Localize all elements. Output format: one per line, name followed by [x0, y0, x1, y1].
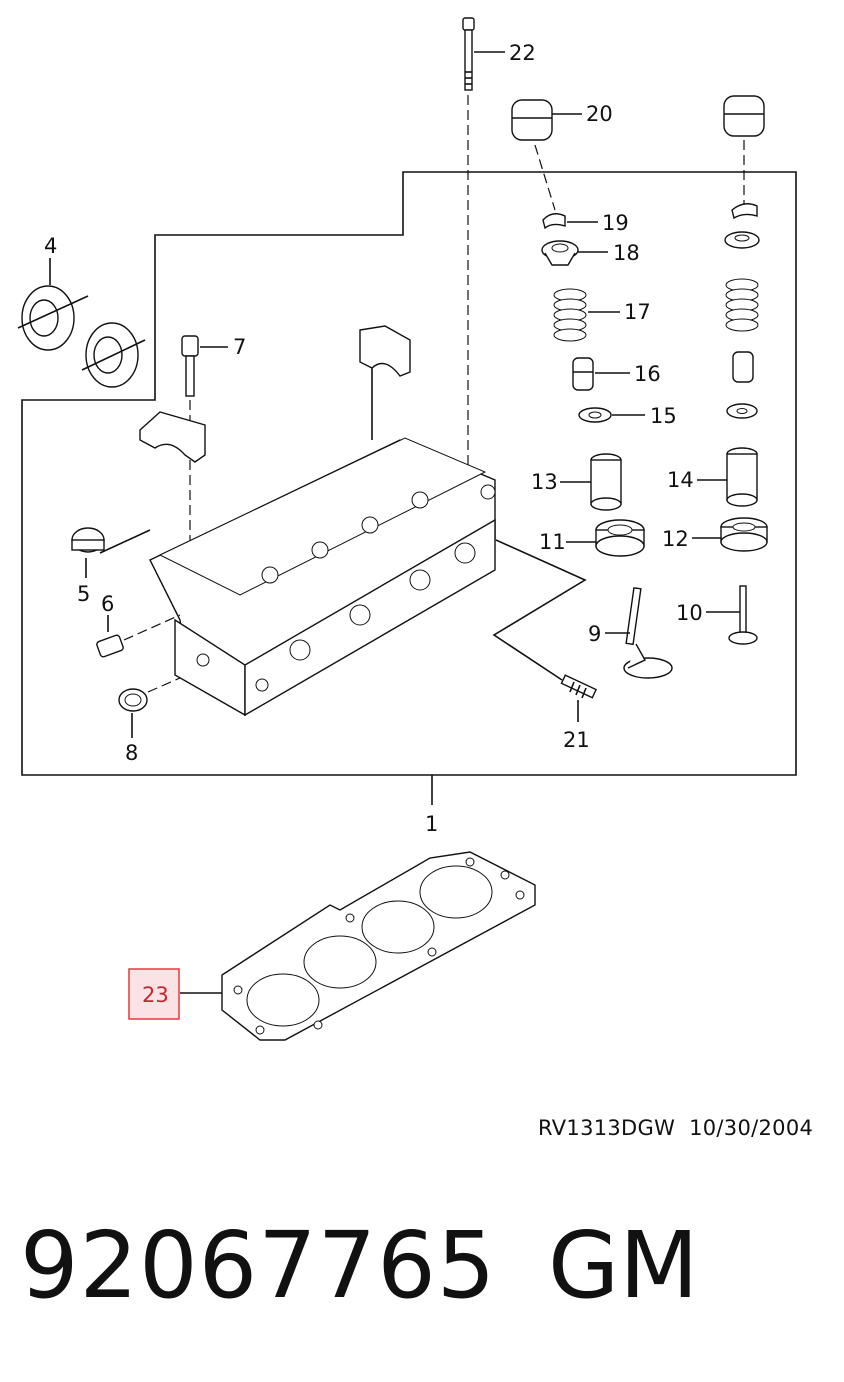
- callout-16: 16: [634, 362, 661, 386]
- part-number: 92067765: [20, 1212, 497, 1319]
- callout-12: 12: [662, 527, 689, 551]
- brand-name: GM: [548, 1212, 699, 1319]
- valve-keeper-19[interactable]: [542, 213, 566, 230]
- callout-1: 1: [425, 812, 438, 836]
- intake-valve-9[interactable]: [623, 587, 673, 679]
- callout-6: 6: [101, 592, 114, 616]
- cup-plug-8[interactable]: [118, 677, 181, 712]
- callout-10: 10: [676, 601, 703, 625]
- callout-22: 22: [509, 41, 536, 65]
- callout-19: 19: [602, 211, 629, 235]
- spring-seat-15[interactable]: [578, 407, 612, 423]
- stud-6[interactable]: [96, 614, 181, 658]
- spring-retainer-18[interactable]: [541, 240, 579, 266]
- callout-5: 5: [77, 582, 90, 606]
- stud-21[interactable]: [560, 674, 598, 699]
- camshaft-seal-4[interactable]: [17, 285, 146, 388]
- tappet-20[interactable]: [511, 99, 553, 141]
- valve-seat-insert-12[interactable]: [720, 517, 768, 552]
- callout-7: 7: [233, 335, 246, 359]
- head-gasket-23[interactable]: [221, 851, 536, 1041]
- callout-18: 18: [613, 241, 640, 265]
- highlight-box: [128, 968, 180, 1020]
- callout-8: 8: [125, 741, 138, 765]
- assembly-outline: [21, 171, 797, 776]
- callout-15: 15: [650, 404, 677, 428]
- valve-seat-insert-11[interactable]: [595, 519, 645, 557]
- cylinder-head: [149, 437, 496, 717]
- valve-guide-13[interactable]: [590, 453, 622, 511]
- callout-14: 14: [667, 468, 694, 492]
- callout-17: 17: [624, 300, 651, 324]
- callout-9: 9: [588, 622, 601, 646]
- drawing-code: RV1313DGW 10/30/2004: [538, 1116, 814, 1140]
- exhaust-valve-train: [723, 95, 765, 419]
- valve-guide-14[interactable]: [726, 447, 758, 507]
- callout-13: 13: [531, 470, 558, 494]
- valve-spring-17[interactable]: [553, 288, 587, 342]
- callout-20: 20: [586, 102, 613, 126]
- exhaust-valve-10[interactable]: [728, 585, 758, 645]
- callout-23: 23: [142, 983, 169, 1007]
- bearing-cap: [139, 325, 411, 463]
- valve-stem-seal-16[interactable]: [572, 357, 594, 391]
- plug-5[interactable]: [71, 527, 105, 553]
- callout-21: 21: [563, 728, 590, 752]
- callout-11: 11: [539, 530, 566, 554]
- callout-4: 4: [44, 234, 57, 258]
- head-bolt-22[interactable]: [462, 17, 475, 480]
